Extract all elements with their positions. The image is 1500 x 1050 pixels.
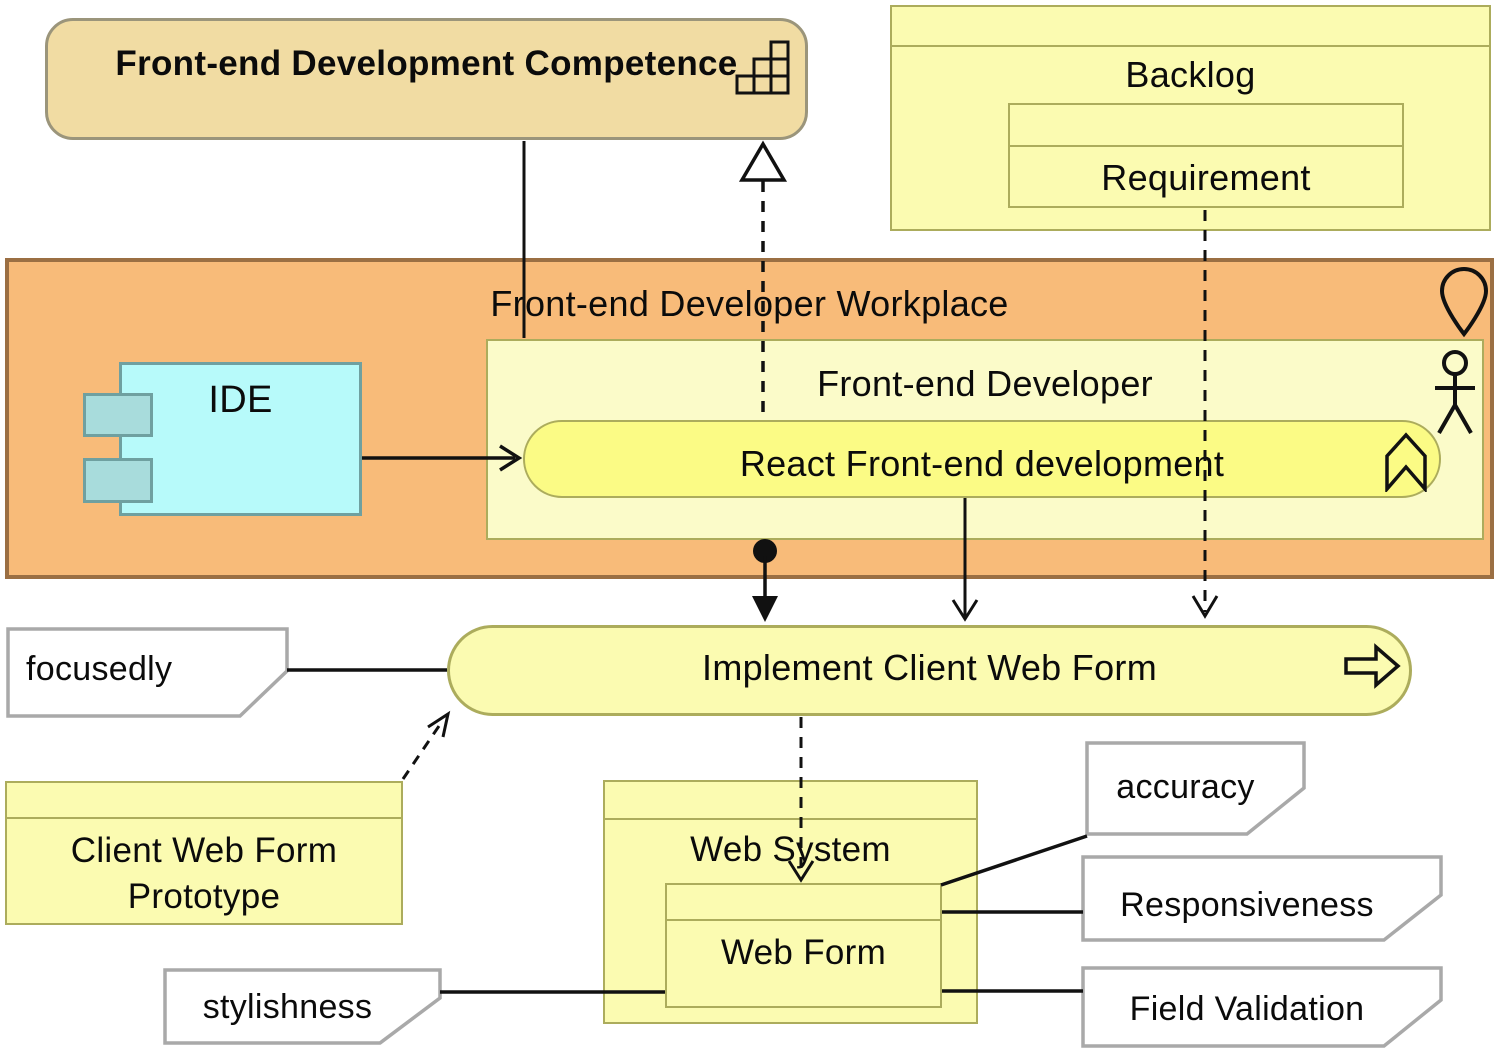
actor-icon: [1432, 349, 1478, 444]
node-ide[interactable]: [119, 362, 362, 516]
node-prototype[interactable]: [5, 781, 403, 925]
node-react-development[interactable]: [523, 420, 1441, 498]
ide-component-tab-bottom: [83, 458, 153, 503]
react-development-label: React Front-end development: [739, 443, 1225, 484]
competence-label: Front-end Development Competence: [115, 44, 738, 83]
function-chevron-icon: [1382, 430, 1430, 497]
accuracy-label: accuracy: [1116, 768, 1255, 806]
backlog-label: Backlog: [1125, 54, 1256, 95]
node-competence[interactable]: [45, 18, 808, 140]
responsiveness-label: Responsiveness: [1120, 886, 1374, 924]
ide-component-tab-top: [83, 393, 153, 437]
process-arrow-icon: [1343, 642, 1401, 695]
connector-prototype-implement: [401, 710, 451, 780]
capability-icon: [733, 36, 793, 101]
ide-label: IDE: [208, 379, 273, 421]
workplace-title: Front-end Developer Workplace: [490, 283, 1009, 324]
web-form-header-strip: [667, 885, 940, 921]
focusedly-label: focusedly: [26, 650, 173, 688]
node-requirement[interactable]: [1008, 103, 1404, 208]
backlog-header-strip: [892, 7, 1489, 47]
implement-label: Implement Client Web Form: [702, 647, 1157, 688]
web-system-label: Web System: [690, 830, 891, 869]
stylishness-label: stylishness: [202, 988, 373, 1026]
developer-label: Front-end Developer: [817, 363, 1153, 404]
prototype-header-strip: [7, 783, 401, 819]
requirement-label: Requirement: [1101, 157, 1311, 198]
field-validation-label: Field Validation: [1129, 990, 1365, 1028]
requirement-header-strip: [1010, 105, 1402, 147]
node-implement[interactable]: [447, 625, 1412, 716]
web-system-header-strip: [605, 782, 976, 820]
location-pin-icon: [1437, 266, 1491, 343]
web-form-label: Web Form: [720, 933, 887, 972]
node-web-form[interactable]: [665, 883, 942, 1008]
prototype-label: Client Web Form Prototype: [70, 831, 338, 916]
